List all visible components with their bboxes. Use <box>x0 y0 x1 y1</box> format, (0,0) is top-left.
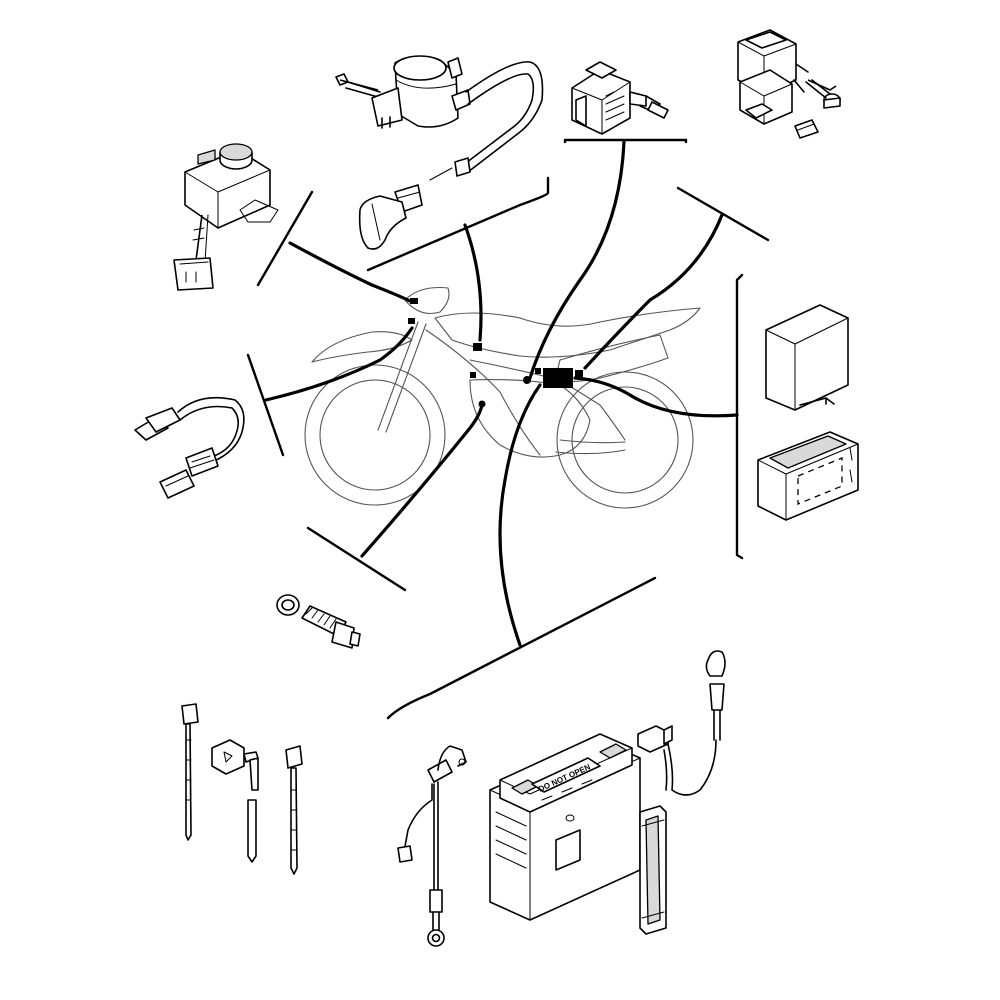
bracket-main-switch <box>256 190 314 287</box>
marker-handlebar-connector <box>408 318 415 324</box>
battery-band <box>639 805 667 935</box>
leader-wire-harness <box>264 326 414 402</box>
bracket-ignition-coil <box>366 176 550 272</box>
rectifier-regulator <box>571 61 669 135</box>
front-fender <box>311 331 413 363</box>
cdi-unit <box>765 304 849 411</box>
leader-regulator <box>528 140 626 380</box>
cdi-rubber-holder <box>757 431 859 521</box>
neutral-switch <box>276 594 361 649</box>
engine-outline <box>469 379 591 458</box>
headlight-cowl <box>404 286 450 315</box>
frame <box>425 329 626 456</box>
marker-battery-lead <box>535 368 541 374</box>
battery-positive-lead <box>637 650 726 796</box>
leader-ignition-coil <box>463 223 483 342</box>
marker-ignition-switch <box>410 298 418 304</box>
cable-tie-long <box>181 703 199 841</box>
fuel-tank-and-seat <box>434 307 701 358</box>
battery: DO NOT OPEN <box>489 733 641 921</box>
ignition-coil <box>335 55 544 181</box>
bracket-wire-harness <box>246 353 285 457</box>
leader-main-switch <box>288 241 414 304</box>
spark-plug-cap <box>358 184 423 250</box>
leader-battery <box>498 383 542 647</box>
starter-relay <box>737 29 841 139</box>
wire-harness <box>134 396 245 499</box>
motorcycle-silhouette <box>304 286 701 509</box>
bracket-regulator <box>563 138 688 144</box>
front-fork <box>377 321 427 433</box>
bracket-cdi-unit <box>735 273 744 560</box>
bracket-battery <box>386 576 657 720</box>
front-wheel <box>304 364 446 506</box>
wire-clamp <box>211 739 259 863</box>
leader-cdi-unit <box>573 376 739 418</box>
swingarm <box>555 439 626 455</box>
marker-wire-harness <box>470 372 476 378</box>
bracket-neutral-switch <box>306 526 407 592</box>
leader-starter-relay <box>583 213 724 370</box>
marker-starter-relay <box>575 370 583 378</box>
main-switch <box>173 143 279 291</box>
cable-tie-short <box>285 745 303 875</box>
marker-ignition-coil <box>473 343 482 351</box>
rear-wheel <box>556 371 694 509</box>
leader-neutral-switch <box>360 403 484 558</box>
battery-negative-lead <box>397 745 467 947</box>
marker-cdi-unit <box>543 368 573 388</box>
leader-lines <box>246 138 770 720</box>
